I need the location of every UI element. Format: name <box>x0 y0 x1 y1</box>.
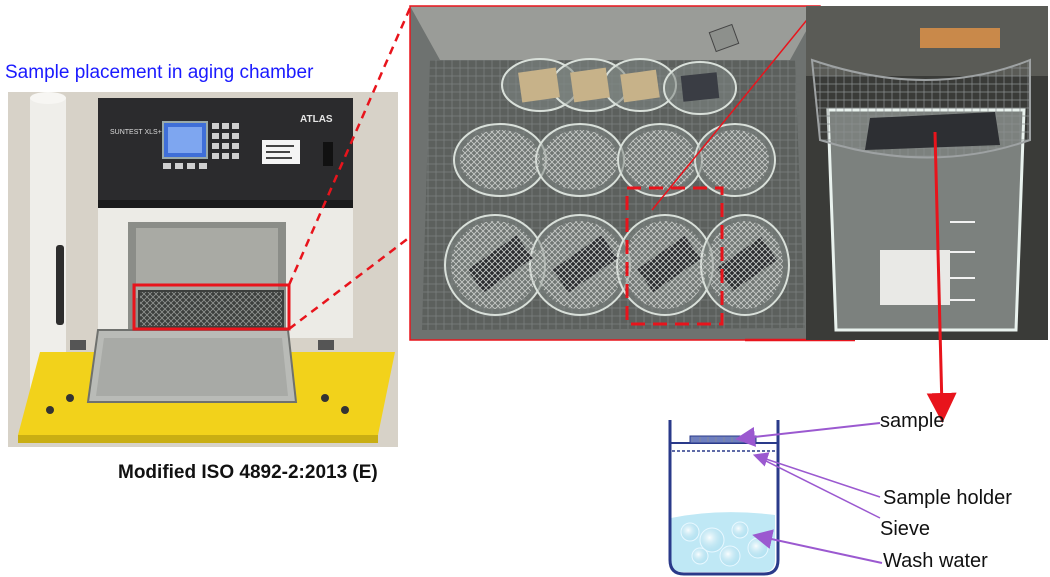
label-sieve: Sieve <box>880 518 931 540</box>
sample-pointer-red <box>926 131 957 423</box>
tray-closeup-photo <box>410 6 820 340</box>
label-sample: sample <box>880 410 945 432</box>
schematic-beaker <box>668 420 780 576</box>
wash-water-pointer <box>752 529 883 564</box>
dish-highlight-box <box>625 186 724 326</box>
aging-chamber-machine <box>8 92 398 447</box>
diagram-title: Sample placement in aging chamber <box>5 62 314 83</box>
machine-model-text: SUNTEST XLS+ <box>110 129 162 136</box>
label-wash-water: Wash water <box>883 550 988 572</box>
tray-highlight-box <box>132 283 291 331</box>
caption-standard: Modified ISO 4892-2:2013 (E) <box>118 462 378 483</box>
machine-brand-text: ATLAS <box>300 114 333 125</box>
zoom-line-beaker-top <box>651 9 816 211</box>
sample-holder-pointer <box>752 452 881 498</box>
beaker-closeup-photo <box>806 6 1048 340</box>
zoom-line-bottom <box>288 236 411 330</box>
sieve-pointer <box>757 456 881 519</box>
label-sample-holder: Sample holder <box>883 487 1012 509</box>
sample-pointer <box>735 422 881 447</box>
